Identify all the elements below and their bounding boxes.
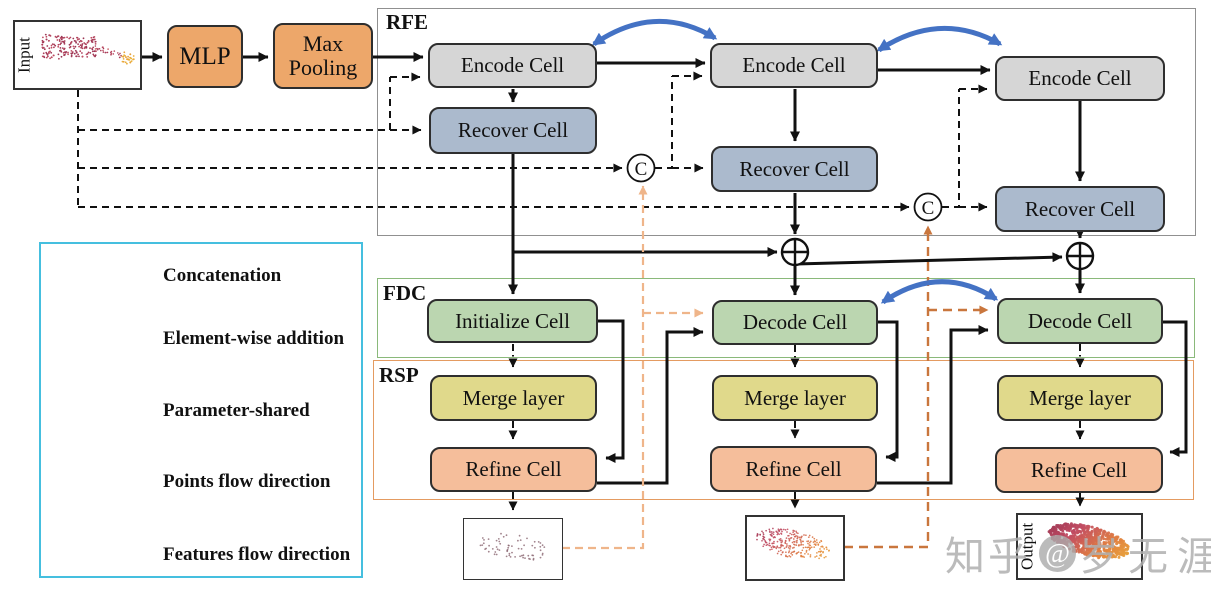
features-flow-lines <box>142 52 1188 485</box>
concat-symbol-1: C <box>626 153 656 183</box>
stage1-output-pointcloud <box>479 532 546 561</box>
points-flow-lines <box>77 71 988 212</box>
parameter-shared-arc-decode <box>880 279 999 305</box>
legend-label-parameter-shared: Parameter-shared <box>163 400 310 421</box>
rsp-region-label: RSP <box>379 363 419 387</box>
mlp-block: MLP <box>167 25 243 88</box>
stage2-output-pointcloud <box>756 527 830 560</box>
rsp-region <box>373 360 1194 500</box>
output-pointcloud <box>1047 522 1130 560</box>
merge-layer-3: Merge layer <box>997 375 1163 421</box>
refine-cell-3: Refine Cell <box>995 447 1163 493</box>
stage2-output-box <box>745 515 845 581</box>
merge-layer-2: Merge layer <box>712 375 878 421</box>
stage1-feedback-lines <box>562 185 704 550</box>
watermark-at-icon: @ <box>1039 534 1076 572</box>
column-points-lines <box>508 344 1085 511</box>
fdc-region-label: FDC <box>383 281 427 305</box>
refine-cell-2: Refine Cell <box>710 446 877 492</box>
concat-symbol-1-letter: C <box>635 159 648 180</box>
rfe-region-label: RFE <box>386 10 428 34</box>
legend <box>39 242 363 578</box>
legend-label-concatenation: Concatenation <box>163 265 282 286</box>
recover-cell-2: Recover Cell <box>711 146 878 192</box>
legend-label-features-flow: Features flow direction <box>163 544 351 565</box>
max-pooling-block: Max Pooling <box>273 23 373 89</box>
decode-cell-3: Decode Cell <box>997 298 1163 344</box>
watermark: 知乎 @ 岁无涯 <box>945 524 1211 582</box>
input-pointcloud <box>41 33 135 65</box>
stage1-output-box <box>463 518 563 580</box>
merge-layer-1: Merge layer <box>430 375 597 421</box>
watermark-site: 知乎 <box>945 534 1031 579</box>
input-box: Input <box>13 20 142 90</box>
rfe-region <box>377 8 1196 236</box>
encode-cell-1: Encode Cell <box>428 43 597 88</box>
initialize-cell: Initialize Cell <box>427 299 598 343</box>
recover-cell-3: Recover Cell <box>995 186 1165 232</box>
fdc-region <box>377 278 1195 358</box>
recover-cell-1: Recover Cell <box>429 107 597 154</box>
decode-cell-2: Decode Cell <box>712 300 878 345</box>
refine-cell-1: Refine Cell <box>430 447 597 492</box>
stage2-feedback-lines <box>844 225 989 549</box>
watermark-name: 岁无涯 <box>1079 534 1211 579</box>
parameter-shared-arc-encode-1-2 <box>591 19 718 47</box>
input-label: Input <box>14 37 34 73</box>
addition-symbol-1 <box>780 237 810 267</box>
legend-label-points-flow: Points flow direction <box>163 471 331 492</box>
parameter-shared-arc-encode-2-3 <box>876 26 1003 53</box>
addition-symbol-2 <box>1065 241 1095 271</box>
concat-symbol-2-letter: C <box>922 198 935 219</box>
concat-symbol-2: C <box>913 192 943 222</box>
encode-cell-3: Encode Cell <box>995 56 1165 101</box>
encode-cell-2: Encode Cell <box>710 43 878 88</box>
output-box: Output <box>1016 513 1143 580</box>
legend-label-element-wise-addition: Element-wise addition <box>163 328 345 349</box>
